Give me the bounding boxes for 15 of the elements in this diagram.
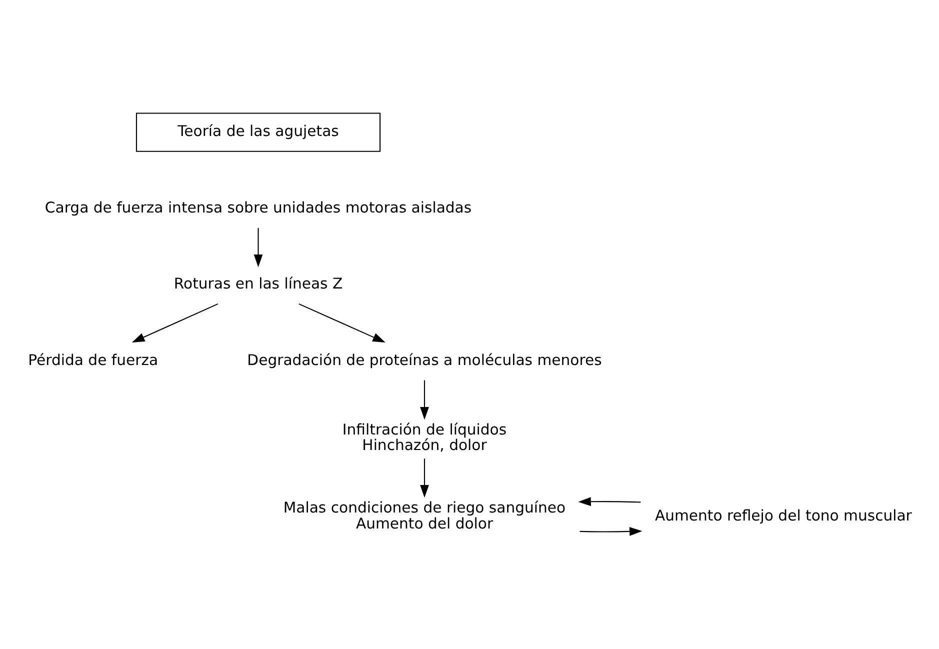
arrow [132,302,218,342]
node-text: Pérdida de fuerza [28,351,158,368]
node-text: Infiltración de líquidos Hinchazón, dolor [342,420,507,454]
arrow [580,526,642,536]
arrow [420,458,429,498]
node-box: Teoría de las agujetas [136,112,381,152]
arrow [298,302,386,342]
arrow [254,227,263,267]
node-text: Carga de fuerza intensa sobre unidades motoras aisladas [44,198,472,216]
node-text: Aumento reflejo del tono muscular [654,507,912,524]
node-text: Malas condiciones de riego sanguíneo Aumento del dolor [283,499,566,532]
arrow [420,380,429,420]
node-text: Roturas en las líneas Z [174,275,343,292]
arrow [578,496,641,506]
node-text: Degradación de proteínas a moléculas menores [247,351,602,368]
